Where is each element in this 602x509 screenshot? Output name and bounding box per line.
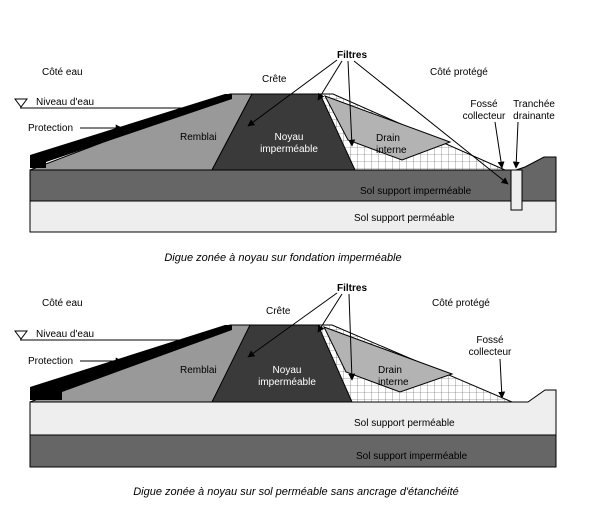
permeable-soil-layer <box>29 200 557 233</box>
core-label-2: imperméable <box>258 377 316 388</box>
drain-label-2: interne <box>376 145 407 156</box>
core-label-2: imperméable <box>260 144 318 155</box>
filter-arrow-3 <box>347 60 356 147</box>
trench-arrow <box>512 121 520 169</box>
impermeable-core <box>211 324 353 403</box>
core-label-1: Noyau <box>275 132 304 143</box>
filters-label: Filtres <box>337 50 367 61</box>
drain-label-2: interne <box>378 377 409 388</box>
filter-arrow-2 <box>317 293 343 333</box>
protection-layer <box>30 94 232 168</box>
water-level-symbol <box>14 330 28 340</box>
permeable-soil-label: Sol support perméable <box>354 418 455 429</box>
protection-label: Protection <box>28 356 73 367</box>
water-side-label: Côté eau <box>42 67 83 78</box>
diagram-1: Côté eau Côté protégé Crête Filtres Nive… <box>14 50 557 264</box>
protected-side-label: Côté protégé <box>432 298 490 309</box>
filter-arrow-1 <box>247 292 338 358</box>
trench-label-2: drainante <box>513 111 555 122</box>
impermeable-soil-layer <box>29 156 557 202</box>
impermeable-core <box>211 93 356 171</box>
filter-arrow-1 <box>247 59 338 127</box>
ditch-label-2: collecteur <box>463 111 506 122</box>
ditch-label-1: Fossé <box>470 99 498 110</box>
ditch-label-1: Fossé <box>476 335 504 346</box>
ditch-arrow <box>498 358 506 399</box>
filter-arrow-2 <box>317 60 343 101</box>
water-level-label: Niveau d'eau <box>36 97 94 108</box>
internal-drain <box>323 95 452 161</box>
drain-label-1: Drain <box>376 133 400 144</box>
drainage-trench <box>510 169 523 211</box>
permeable-soil-label: Sol support perméable <box>354 213 455 224</box>
core-label-1: Noyau <box>273 365 302 376</box>
drain-label-1: Drain <box>378 365 402 376</box>
crest-label: Crête <box>262 74 287 85</box>
filters-label: Filtres <box>337 283 367 294</box>
ditch-arrow <box>494 121 505 169</box>
fill-label: Remblai <box>180 132 217 143</box>
impermeable-soil-label: Sol support imperméable <box>360 186 472 197</box>
protected-side-label: Côté protégé <box>430 67 488 78</box>
caption-2: Digue zonée à noyau sur sol perméable sa… <box>133 486 459 498</box>
internal-drain <box>323 326 454 393</box>
permeable-soil-layer <box>29 389 557 436</box>
filter-arrow-3 <box>348 293 356 381</box>
trench-label-1: Tranchée <box>513 99 555 110</box>
fill-label: Remblai <box>180 365 217 376</box>
crest-label: Crête <box>266 306 291 317</box>
water-level-symbol <box>14 98 28 108</box>
filter-arrow-4 <box>353 60 509 185</box>
diagram-2: Côté eau Côté protégé Crête Filtres Nive… <box>14 283 557 498</box>
impermeable-soil-label: Sol support imperméable <box>356 451 468 462</box>
protection-label: Protection <box>28 123 73 134</box>
caption-1: Digue zonée à noyau sur fondation imperm… <box>164 252 401 264</box>
water-level-label: Niveau d'eau <box>36 329 94 340</box>
impermeable-soil-layer <box>29 434 557 468</box>
water-side-label: Côté eau <box>42 298 83 309</box>
protection-layer <box>30 325 232 400</box>
ditch-label-2: collecteur <box>469 347 512 358</box>
